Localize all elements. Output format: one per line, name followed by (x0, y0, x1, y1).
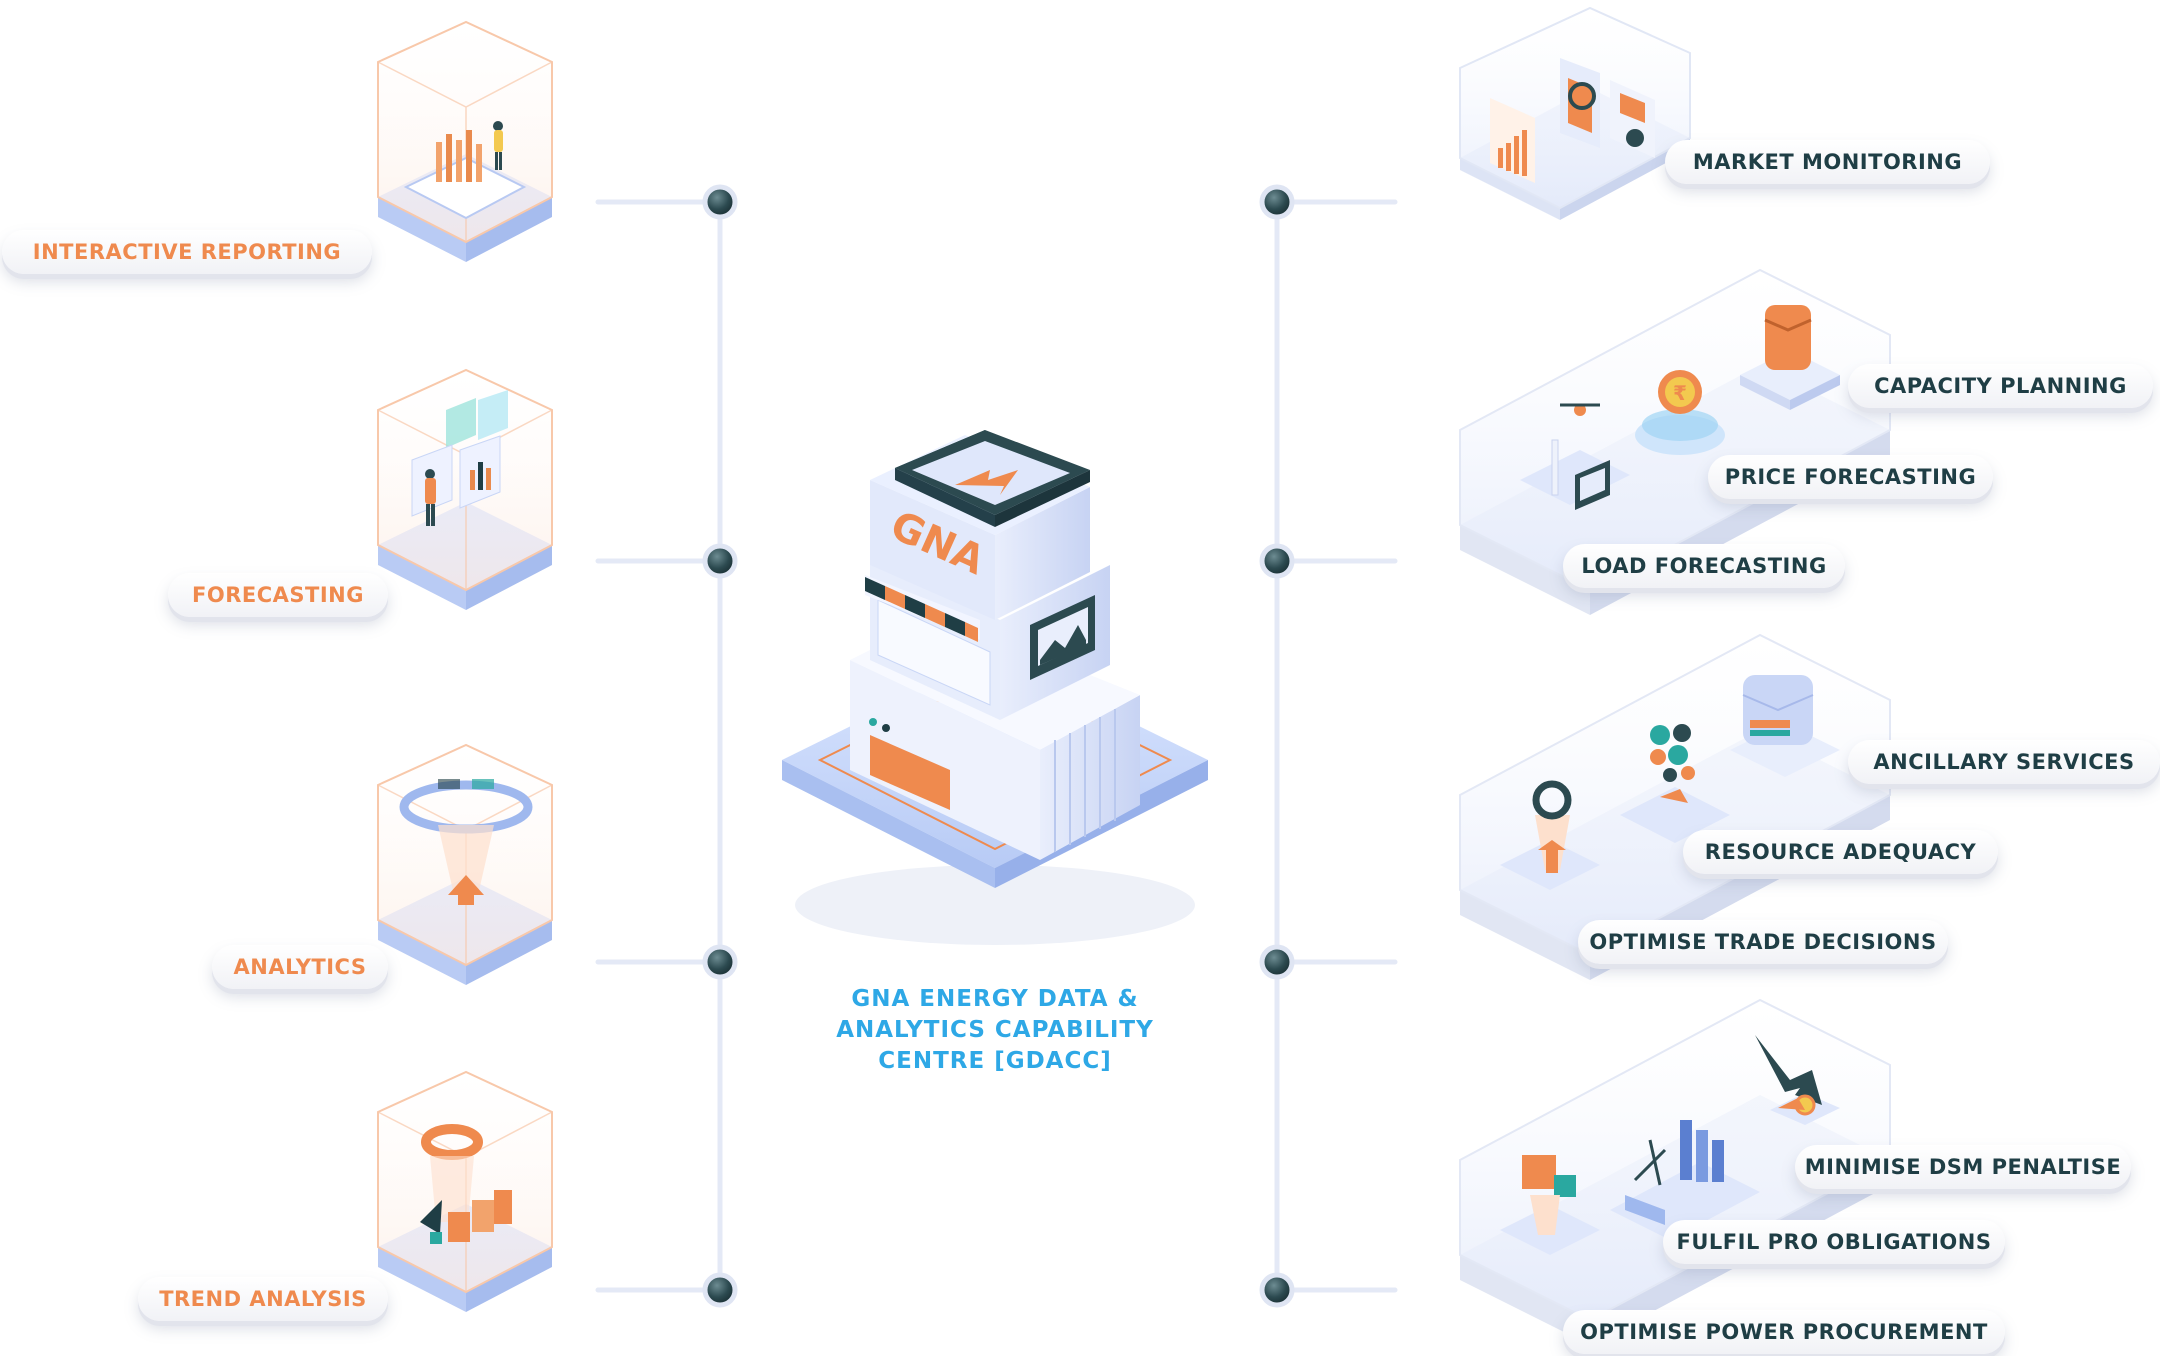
services-platform-icon (1459, 633, 1891, 980)
label-forecasting[interactable]: FORECASTING (168, 573, 388, 617)
right-connectors (1274, 199, 1398, 1293)
label-market-monitoring[interactable]: MARKET MONITORING (1665, 140, 1990, 184)
node-right-4 (1259, 1272, 1295, 1308)
node-left-4 (702, 1272, 738, 1308)
label-ancillary-services[interactable]: ANCILLARY SERVICES (1848, 740, 2160, 784)
label-optimise-power-procurement[interactable]: OPTIMISE POWER PROCUREMENT (1563, 1310, 2005, 1354)
analytics-cube-icon (377, 743, 553, 985)
node-left-1 (702, 184, 738, 220)
node-left-2 (702, 543, 738, 579)
hub-title: GNA ENERGY DATA & ANALYTICS CAPABILITY C… (760, 984, 1230, 1077)
label-load-forecasting[interactable]: LOAD FORECASTING (1563, 544, 1845, 588)
reporting-cube-icon (377, 20, 553, 262)
forecasting-cube-icon (377, 368, 553, 610)
label-optimise-trade-decisions[interactable]: OPTIMISE TRADE DECISIONS (1578, 920, 1948, 964)
trend-cube-icon (377, 1070, 553, 1312)
svg-text:₹: ₹ (1673, 381, 1687, 405)
gna-tower-illustration: GNA (782, 430, 1208, 945)
market-monitoring-icon (1459, 6, 1691, 220)
hub-title-line-3: CENTRE [GDACC] (878, 1048, 1112, 1074)
label-fulfil-pro-obligations[interactable]: FULFIL PRO OBLIGATIONS (1663, 1220, 2005, 1264)
hub-title-line-1: GNA ENERGY DATA & (851, 986, 1139, 1012)
label-minimise-dsm-penaltise[interactable]: MINIMISE DSM PENALTISE (1795, 1145, 2131, 1189)
hub-title-line-2: ANALYTICS CAPABILITY (836, 1017, 1154, 1043)
right-nodes (1259, 184, 1295, 1308)
label-interactive-reporting[interactable]: INTERACTIVE REPORTING (2, 230, 372, 274)
left-nodes (702, 184, 738, 1308)
label-resource-adequacy[interactable]: RESOURCE ADEQUACY (1683, 830, 1998, 874)
label-capacity-planning[interactable]: CAPACITY PLANNING (1848, 364, 2153, 408)
label-trend-analysis[interactable]: TREND ANALYSIS (138, 1277, 388, 1321)
label-analytics[interactable]: ANALYTICS (212, 945, 388, 989)
node-right-2 (1259, 543, 1295, 579)
label-price-forecasting[interactable]: PRICE FORECASTING (1708, 455, 1993, 499)
node-right-3 (1259, 944, 1295, 980)
node-left-3 (702, 944, 738, 980)
node-right-1 (1259, 184, 1295, 220)
left-connectors (595, 199, 723, 1293)
